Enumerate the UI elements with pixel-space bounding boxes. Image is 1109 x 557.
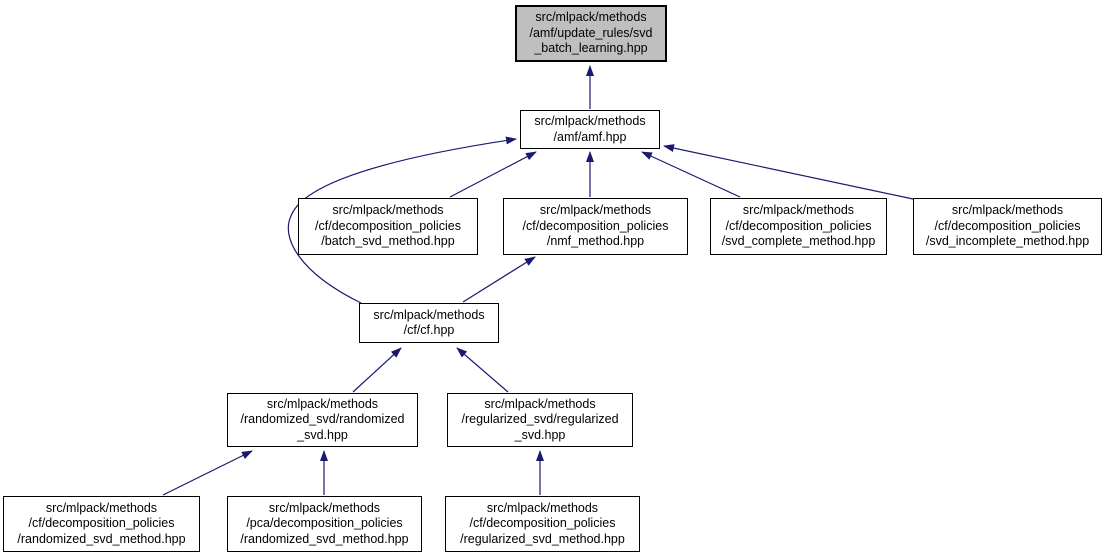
node-cf-randomized-svd-method-hpp[interactable]: src/mlpack/methods /cf/decomposition_pol… bbox=[3, 496, 200, 552]
edge-regularized-svd-to-cf bbox=[456, 347, 509, 393]
node-nmf-method-hpp[interactable]: src/mlpack/methods /cf/decomposition_pol… bbox=[503, 198, 688, 255]
node-regularized-svd-hpp[interactable]: src/mlpack/methods /regularized_svd/regu… bbox=[447, 393, 633, 447]
node-svd-incomplete-method-hpp[interactable]: src/mlpack/methods /cf/decomposition_pol… bbox=[913, 198, 1102, 255]
node-svd-complete-method-hpp[interactable]: src/mlpack/methods /cf/decomposition_pol… bbox=[710, 198, 887, 255]
edge-randomized-svd-to-cf bbox=[352, 347, 402, 393]
node-amf-hpp[interactable]: src/mlpack/methods /amf/amf.hpp bbox=[520, 110, 660, 149]
edge-svd-incomplete-method-to-amf bbox=[663, 144, 914, 200]
node-cf-regularized-svd-method-hpp[interactable]: src/mlpack/methods /cf/decomposition_pol… bbox=[445, 496, 640, 552]
edge-batch-svd-method-to-amf bbox=[449, 151, 537, 198]
node-svd-batch-learning-hpp: src/mlpack/methods /amf/update_rules/svd… bbox=[515, 5, 667, 62]
node-randomized-svd-hpp[interactable]: src/mlpack/methods /randomized_svd/rando… bbox=[227, 393, 418, 447]
edge-cf-to-nmf-method bbox=[462, 256, 536, 303]
edge-cf-randomized-svd-method-to-randomized-svd bbox=[162, 450, 253, 496]
edge-svd-complete-method-to-amf bbox=[641, 151, 741, 198]
edge-cf-to-amf bbox=[287, 136, 517, 304]
node-batch-svd-method-hpp[interactable]: src/mlpack/methods /cf/decomposition_pol… bbox=[298, 198, 478, 255]
node-pca-randomized-svd-method-hpp[interactable]: src/mlpack/methods /pca/decomposition_po… bbox=[227, 496, 422, 552]
node-cf-hpp[interactable]: src/mlpack/methods /cf/cf.hpp bbox=[359, 303, 499, 343]
